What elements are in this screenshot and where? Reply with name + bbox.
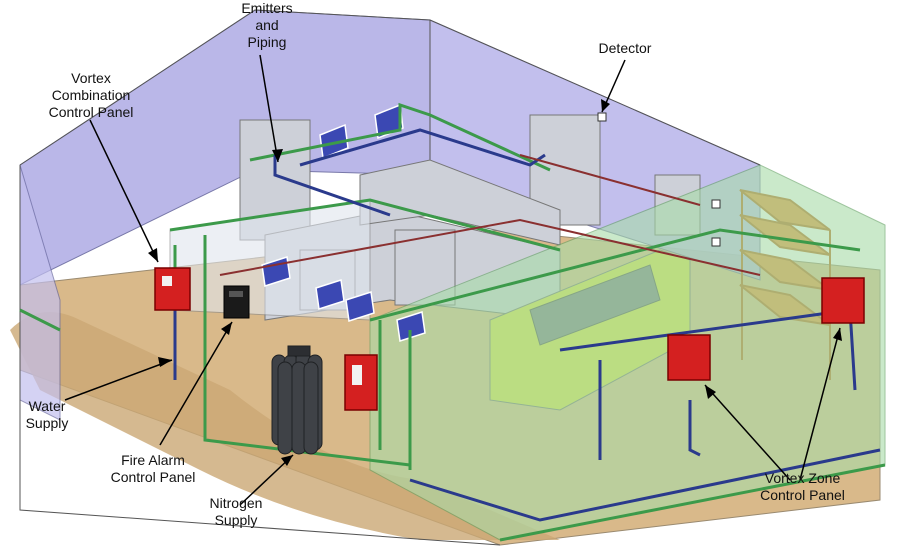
detector-devices — [597, 112, 721, 247]
label-detector: Detector — [598, 40, 652, 56]
label-emitters-and-piping: Emitters and Piping — [241, 0, 293, 50]
zone-control-panel-left — [667, 334, 711, 381]
label-nitrogen-supply: Nitrogen Supply — [209, 495, 263, 528]
control-panels — [154, 267, 865, 411]
label-fire-alarm-control-panel: Fire Alarm Control Panel — [110, 452, 196, 485]
fire-alarm-panel-device — [223, 285, 250, 319]
green-piping — [19, 102, 886, 542]
arrowheads — [148, 99, 842, 466]
label-vortex-combination-control-panel: Vortex Combination Control Panel — [48, 70, 134, 120]
maroon-piping — [219, 154, 761, 276]
callout-arrows — [64, 54, 841, 506]
blue-piping — [173, 128, 881, 522]
nitrogen-cylinders — [271, 345, 323, 455]
combination-control-panel — [154, 267, 191, 311]
zone-control-panel-right — [821, 277, 865, 324]
emitter-modules — [261, 103, 426, 342]
label-vortex-zone-control-panel: Vortex Zone Control Panel — [760, 470, 845, 503]
panel-faces — [162, 276, 362, 385]
room-edges — [19, 9, 761, 546]
label-water-supply: Water Supply — [25, 398, 69, 431]
